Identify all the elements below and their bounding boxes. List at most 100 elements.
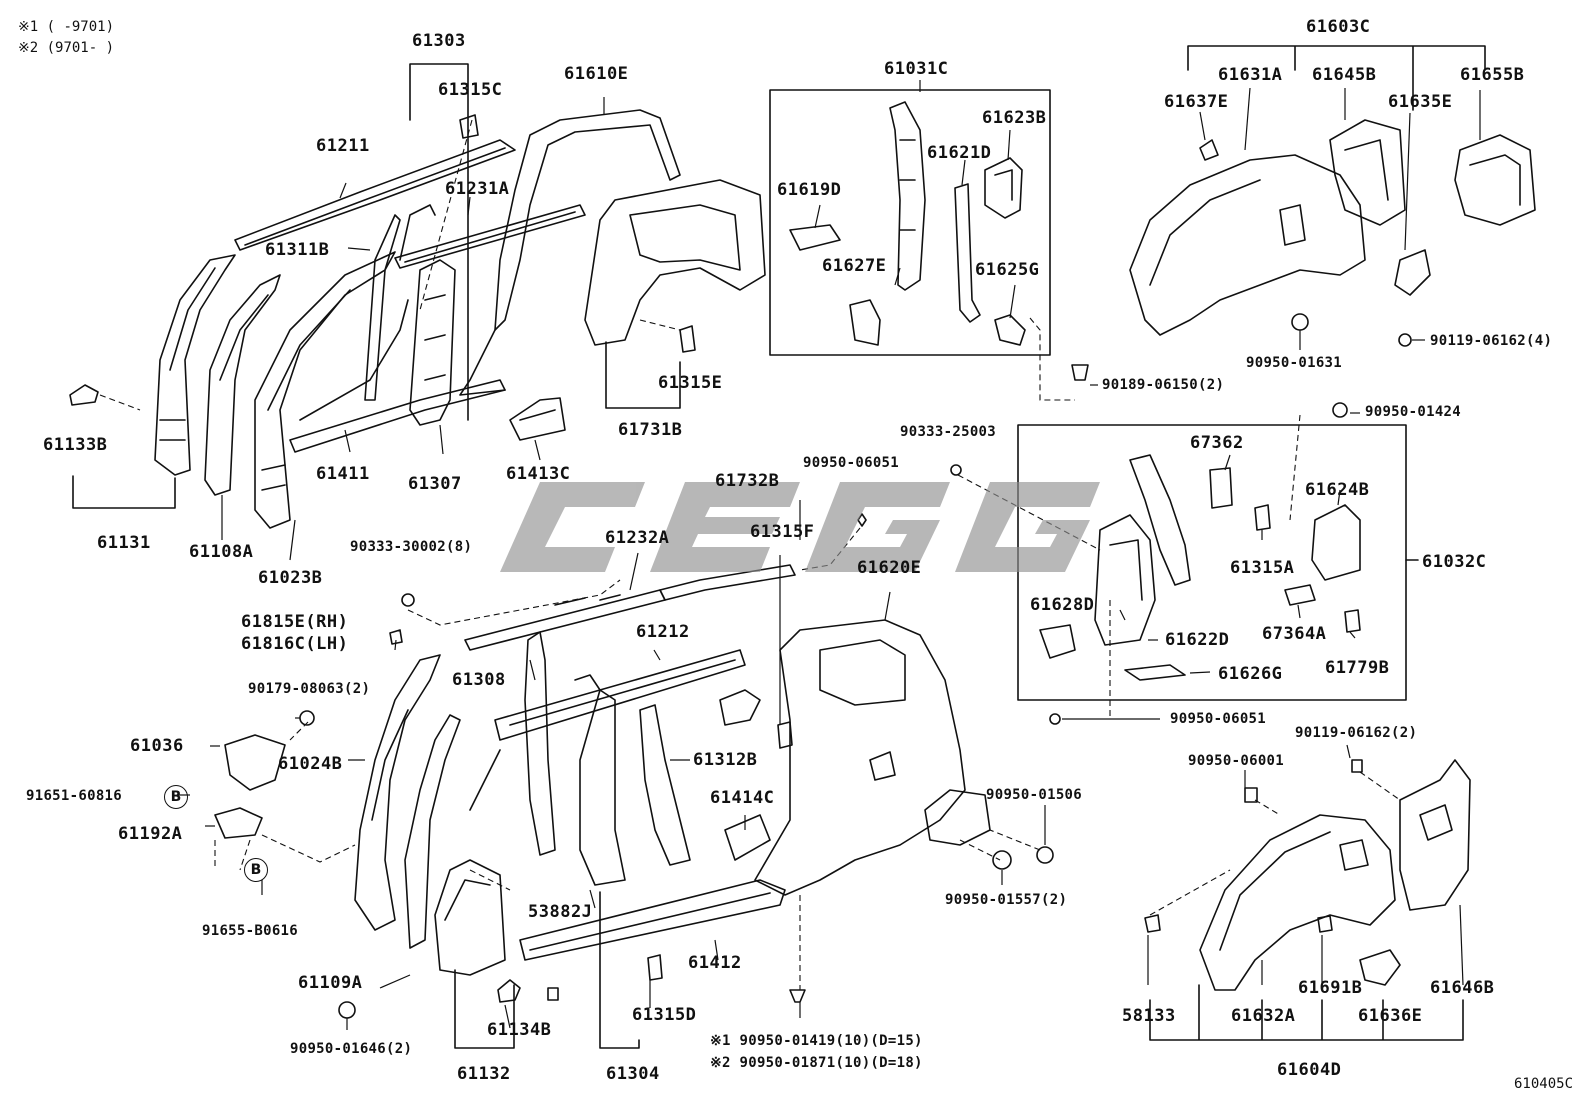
fastener-note-2: ※2 90950-01871(10)(D=18) [710,1055,923,1071]
part-61636e [1359,949,1401,986]
part-61628d [1039,624,1076,659]
label-61031c: 61031C [884,59,949,79]
label-61627e: 61627E [822,256,887,276]
part-61312b-pillar [639,704,691,866]
label-61023b: 61023B [258,568,323,588]
bracket-61304 [599,891,640,1049]
part-90950-01631 [1291,313,1309,331]
label-61815e: 61815E(RH) [241,612,349,632]
part-61315f [777,721,793,749]
label-61621d: 61621D [927,143,992,163]
part-61134b [497,979,521,1003]
label-61212: 61212 [636,622,690,642]
part-61637e [1199,139,1219,161]
bracket-61303 [409,63,469,421]
part-61023b-pillar [254,251,396,529]
label-90119-06162-2: 90119-06162(2) [1295,725,1418,741]
label-61646b: 61646B [1430,978,1495,998]
part-90333-25003 [950,464,962,476]
circle-marker-b-upper: B [164,785,188,809]
label-61109a: 61109A [298,973,363,993]
part-fastener-90950-01419 [789,989,806,1003]
label-53882j: 53882J [528,902,593,922]
label-61628d: 61628D [1030,595,1095,615]
part-61626g [1124,664,1186,681]
label-61131: 61131 [97,533,151,553]
circle-marker-b-lower: B [244,858,268,882]
label-61412: 61412 [688,953,742,973]
label-61645b: 61645B [1312,65,1377,85]
part-61232a-rail [464,589,666,651]
label-61620e: 61620E [857,558,922,578]
part-90950-01424 [1332,402,1348,418]
label-61625g: 61625G [975,260,1040,280]
part-61620e-quarter [754,619,966,896]
bracket-61604d [1149,984,1464,1041]
watermark-logo [500,482,1100,572]
label-61308: 61308 [452,670,506,690]
label-61655b: 61655B [1460,65,1525,85]
label-61610e: 61610E [564,64,629,84]
label-61635e: 61635E [1388,92,1453,112]
part-61036 [224,734,286,791]
label-90189-06150-2: 90189-06150(2) [1102,377,1225,393]
label-61626g: 61626G [1218,664,1283,684]
label-61032c: 61032C [1422,552,1487,572]
part-61311b-pillar [364,214,401,401]
label-90950-01424: 90950-01424 [1365,404,1462,420]
part-61623b [984,157,1023,219]
part-61627e [849,299,881,346]
label-61036: 61036 [130,736,184,756]
part-quarter-window-panel [584,179,766,346]
part-61635e [1394,249,1431,296]
part-90950-06051-b [1049,713,1061,725]
label-61411: 61411 [316,464,370,484]
part-90189-06150 [1071,364,1089,381]
label-91655-b0616: 91655-B0616 [202,923,299,939]
part-61655b [1454,134,1536,226]
label-61304: 61304 [606,1064,660,1084]
part-90119-06162 [1398,333,1412,347]
label-61624b: 61624B [1305,480,1370,500]
label-61024b: 61024B [278,754,343,774]
label-61315f: 61315F [750,522,815,542]
part-61211-roof-rail [234,139,516,251]
note-2: ※2 (9701- ) [18,40,115,56]
note-1: ※1 ( -9701) [18,19,115,35]
label-61604d: 61604D [1277,1060,1342,1080]
label-61307: 61307 [408,474,462,494]
label-61816c: 61816C(LH) [241,634,349,654]
bracket-61603c [1187,45,1486,111]
part-61691b [1317,915,1333,933]
part-58133 [1144,914,1161,933]
label-61192a: 61192A [118,824,183,844]
bracket-61132 [454,969,515,1049]
part-61646b-panel [1399,759,1471,911]
label-61414c: 61414C [710,788,775,808]
label-61779b: 61779B [1325,658,1390,678]
part-61624b [1311,504,1361,581]
part-61619d [789,224,841,251]
part-90333-30002 [401,593,415,607]
label-90950-06001: 90950-06001 [1188,753,1285,769]
label-90950-06051-a: 90950-06051 [803,455,900,471]
part-61412-rocker [519,879,786,961]
label-61232a: 61232A [605,528,670,548]
part-61610e-upper-frame [459,109,681,396]
part-61779b [1344,609,1361,633]
label-67362: 67362 [1190,433,1244,453]
part-61315a [1254,504,1271,531]
part-61815e-clip [389,629,403,645]
label-90179-08063-2: 90179-08063(2) [248,681,371,697]
part-61307-pillar [399,204,456,426]
label-61311b: 61311B [265,240,330,260]
part-61413c [509,397,566,441]
group-box-61031c [769,89,1051,356]
part-90950-01506 [1036,846,1054,864]
label-61619d: 61619D [777,180,842,200]
label-61211: 61211 [316,136,370,156]
label-90950-06051-b: 90950-06051 [1170,711,1267,727]
part-61308 [524,631,556,856]
label-61231a: 61231A [445,179,510,199]
